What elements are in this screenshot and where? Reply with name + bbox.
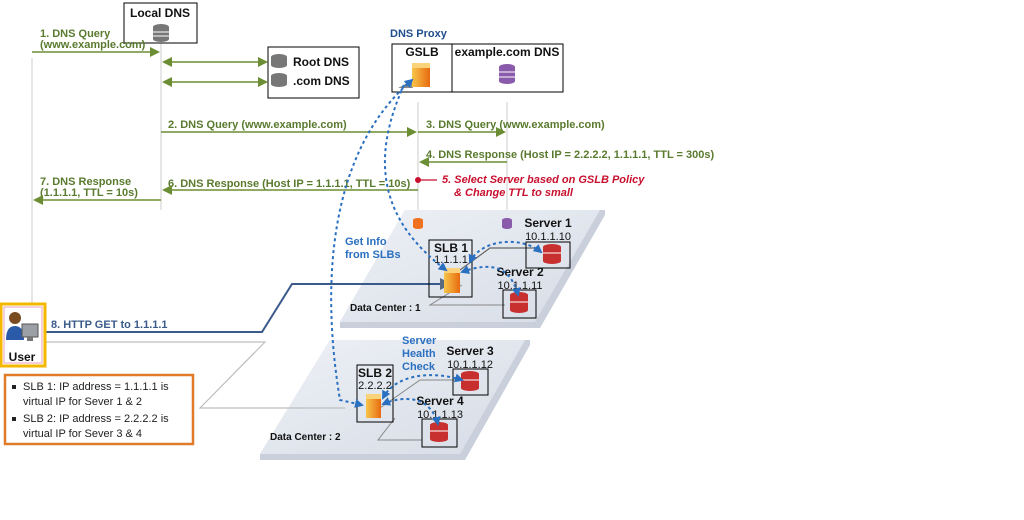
- user-node[interactable]: User: [0, 302, 47, 368]
- health-check-label-2: Health: [402, 348, 436, 360]
- user-computer-icon: [6, 312, 39, 341]
- health-check-label: Server: [402, 335, 437, 347]
- step-8-label: 8. HTTP GET to 1.1.1.1: [51, 319, 168, 331]
- step-2-label: 2. DNS Query (www.example.com): [168, 119, 347, 131]
- database-icon: [543, 244, 561, 264]
- note-1-line-2: virtual IP for Sever 1 & 2: [23, 396, 142, 408]
- step-3-label: 3. DNS Query (www.example.com): [426, 119, 605, 131]
- dns-proxy-label: DNS Proxy: [390, 28, 448, 40]
- gslb-agent-icon: [413, 218, 423, 229]
- slb1-server1-health-path: [468, 240, 543, 264]
- server-1-node[interactable]: Server 1 10.1.1.10: [524, 216, 572, 269]
- step-4-label: 4. DNS Response (Host IP = 2.2.2.2, 1.1.…: [426, 149, 715, 161]
- step-6-label: 6. DNS Response (Host IP = 1.1.1.1, TTL …: [168, 178, 411, 190]
- slb-2-label: SLB 2: [358, 366, 392, 380]
- note-2-line-1: SLB 2: IP address = 2.2.2.2 is: [23, 413, 169, 425]
- database-icon: [510, 292, 528, 313]
- user-label: User: [9, 350, 36, 364]
- step-5-label-2: & Change TTL to small: [454, 187, 574, 199]
- root-dns-label: Root DNS: [293, 55, 349, 69]
- server-3-node[interactable]: Server 3 10.1.1.12: [446, 344, 494, 396]
- server-1-label: Server 1: [524, 216, 572, 230]
- step-1-label-2: (www.example.com): [40, 39, 146, 51]
- database-icon: [461, 371, 479, 391]
- root-com-dns-node[interactable]: Root DNS .com DNS: [267, 46, 360, 99]
- database-icon: [430, 422, 448, 442]
- health-check-label-3: Check: [402, 361, 436, 373]
- example-dns-node[interactable]: example.com DNS: [451, 43, 564, 93]
- gslb-to-slb2-info-path: [330, 78, 414, 408]
- note-1-line-1: SLB 1: IP address = 1.1.1.1 is: [23, 381, 169, 393]
- local-dns-node[interactable]: Local DNS: [123, 2, 198, 44]
- slb1-server2-health-path: [460, 265, 521, 297]
- step-5-label: 5. Select Server based on GSLB Policy: [442, 174, 645, 186]
- step-1-label: 1. DNS Query: [40, 28, 111, 40]
- server-1-ip: 10.1.1.10: [525, 231, 571, 243]
- server-3-ip: 10.1.1.12: [447, 359, 493, 371]
- slb2-server3-health-path: [382, 373, 464, 400]
- data-center-2-label: Data Center : 2: [270, 432, 341, 443]
- gslb-to-slb1-info-path: [383, 84, 448, 272]
- database-icon: [271, 73, 287, 87]
- load-balancer-icon: [444, 268, 460, 293]
- example-dns-label: example.com DNS: [455, 45, 560, 59]
- network-link-dc2: [40, 341, 345, 409]
- slb2-server4-health-path: [381, 397, 441, 426]
- data-center-1-label: Data Center : 1: [350, 303, 421, 314]
- slb-2-ip: 2.2.2.2: [358, 380, 392, 392]
- get-info-label: Get Info: [345, 236, 387, 248]
- gslb-node[interactable]: GSLB: [391, 43, 453, 93]
- step-7-label-2: (1.1.1.1, TTL = 10s): [40, 187, 138, 199]
- slb-1-node[interactable]: SLB 1 1.1.1.1: [428, 239, 473, 298]
- database-icon: [499, 64, 515, 84]
- database-icon: [153, 24, 169, 42]
- database-icon: [271, 54, 287, 68]
- bullet-icon: [12, 385, 16, 389]
- com-dns-label: .com DNS: [293, 74, 350, 88]
- server-3-label: Server 3: [446, 344, 494, 358]
- local-dns-label: Local DNS: [130, 6, 190, 20]
- gslb-label: GSLB: [405, 45, 439, 59]
- slb-1-label: SLB 1: [434, 241, 468, 255]
- get-info-label-2: from SLBs: [345, 249, 401, 261]
- bullet-icon: [12, 417, 16, 421]
- dns-agent-icon: [502, 218, 512, 229]
- server-4-label: Server 4: [416, 394, 464, 408]
- load-balancer-icon: [366, 394, 381, 418]
- notes-box: SLB 1: IP address = 1.1.1.1 is virtual I…: [3, 373, 195, 446]
- note-2-line-2: virtual IP for Sever 3 & 4: [23, 428, 142, 440]
- step-7-label: 7. DNS Response: [40, 176, 131, 188]
